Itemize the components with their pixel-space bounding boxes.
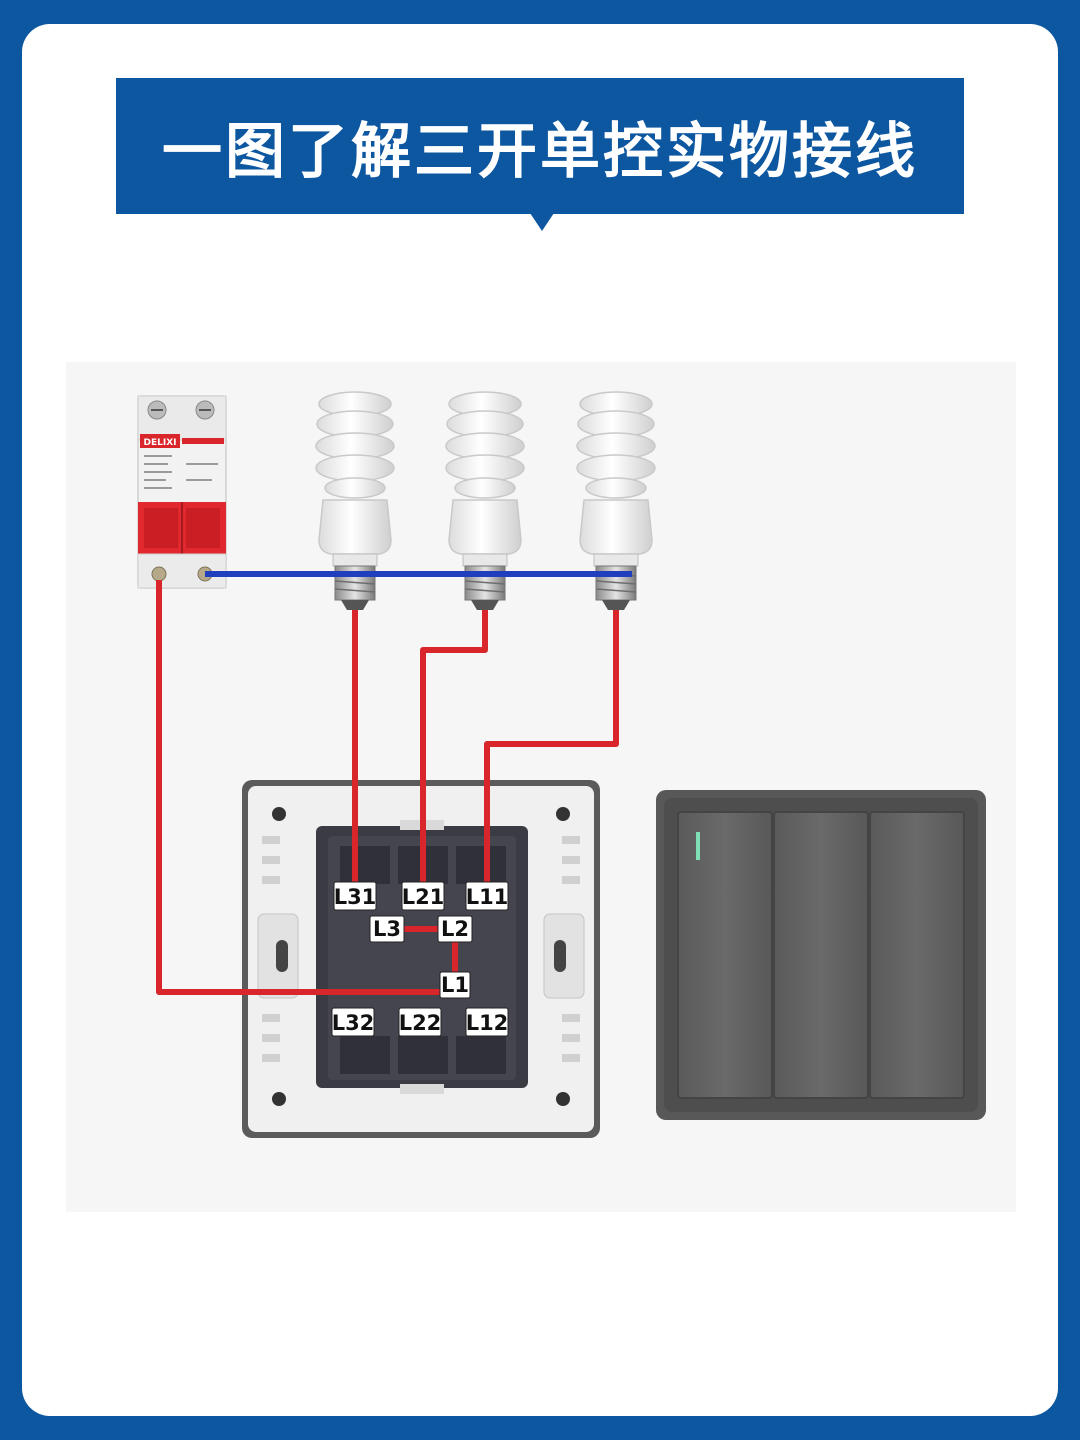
triple-rocker-switch-icon bbox=[656, 790, 986, 1120]
breaker-brand: DELIXI bbox=[144, 438, 177, 448]
wire-lamp3 bbox=[484, 610, 619, 884]
terminal-label: L22 bbox=[398, 1007, 442, 1037]
terminal-label: L1 bbox=[439, 971, 471, 999]
circuit-breaker-icon: DELIXI bbox=[137, 395, 227, 589]
title-pointer bbox=[530, 213, 554, 231]
title-banner: 一图了解三开单控实物接线 bbox=[116, 78, 964, 214]
terminal-label: L3 bbox=[369, 915, 405, 943]
svg-text:L3: L3 bbox=[373, 917, 401, 941]
svg-text:L31: L31 bbox=[334, 885, 377, 909]
live-wire-in bbox=[156, 580, 445, 995]
terminal-label: L31 bbox=[333, 881, 377, 911]
card: 一图了解三开单控实物接线 bbox=[22, 24, 1058, 1416]
svg-text:L2: L2 bbox=[441, 917, 469, 941]
terminal-label: L21 bbox=[401, 881, 445, 911]
page-title: 一图了解三开单控实物接线 bbox=[162, 116, 918, 187]
terminal-label: L32 bbox=[331, 1007, 375, 1037]
wire-lamp2 bbox=[420, 610, 488, 884]
terminal-label: L2 bbox=[437, 915, 473, 943]
breaker-brand-plate bbox=[140, 434, 180, 448]
svg-text:L21: L21 bbox=[402, 885, 445, 909]
terminal-label: L11 bbox=[465, 881, 509, 911]
svg-text:L11: L11 bbox=[466, 885, 509, 909]
terminal-label: L12 bbox=[465, 1007, 509, 1037]
svg-text:L32: L32 bbox=[332, 1011, 375, 1035]
svg-text:L12: L12 bbox=[466, 1011, 509, 1035]
svg-text:L1: L1 bbox=[441, 973, 469, 997]
indicator-led bbox=[696, 832, 700, 860]
wiring-diagram: DELIXI bbox=[66, 362, 1016, 1212]
svg-text:L22: L22 bbox=[399, 1011, 442, 1035]
